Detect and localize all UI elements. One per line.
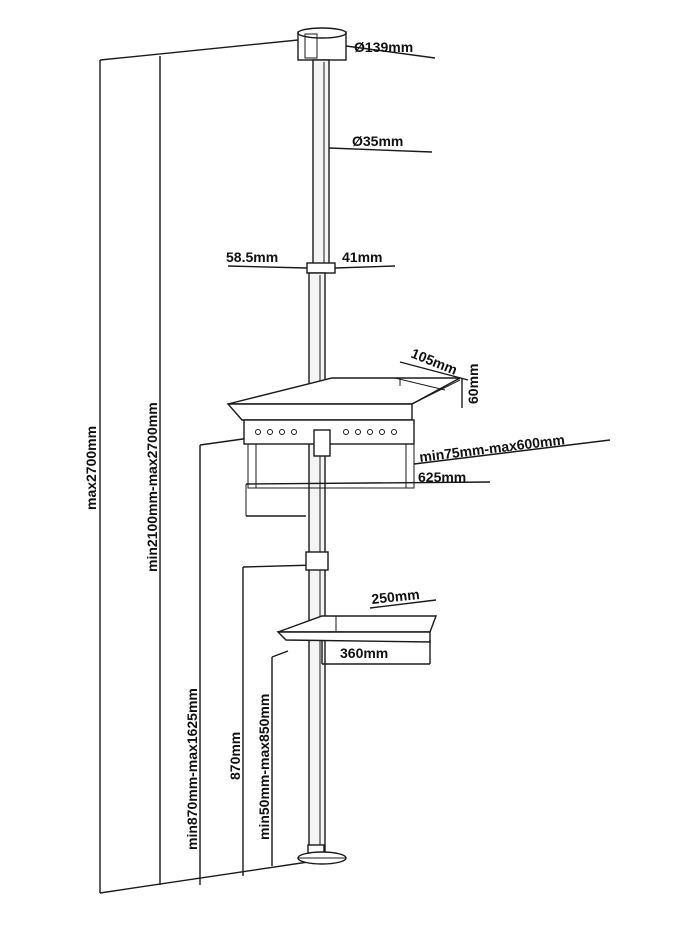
label-pole-diameter: Ø35mm: [352, 133, 403, 149]
label-tray-width: 360mm: [340, 645, 388, 661]
dimension-lines: [99, 38, 317, 894]
label-shelf-depth: 105mm: [409, 345, 460, 378]
vesa-range-dim-line: [413, 439, 611, 465]
shelf-depth-leader: [399, 361, 469, 381]
pole-clamp: [306, 262, 336, 274]
label-pole-range: min2100mm-max2700mm: [144, 402, 160, 572]
label-shelf-height: 60mm: [465, 364, 481, 404]
monitor-shelf: [226, 361, 611, 517]
tray-range-leader: [271, 650, 289, 658]
left-arm: [247, 443, 257, 489]
tray-top-surface: [277, 615, 438, 633]
label-tray-range: min50mm-max850mm: [256, 694, 272, 840]
shelf-front-edge: [226, 403, 413, 421]
pole-diameter-leader: [328, 147, 433, 153]
pole-joint: [305, 551, 329, 571]
dimension-labels: Ø139mm Ø35mm 58.5mm 41mm 105mm 60mm min7…: [83, 39, 566, 850]
ceiling-cap-top: [297, 27, 347, 39]
floor-base: [297, 844, 347, 865]
clamp-left-leader: [227, 265, 308, 269]
bracket-width-dim-line: [245, 481, 491, 485]
label-tray-depth: 250mm: [371, 586, 421, 607]
tray-front-edge: [276, 631, 431, 643]
right-arm: [405, 443, 415, 489]
ceiling-cap: [297, 27, 436, 61]
label-top-diameter: Ø139mm: [354, 39, 413, 55]
vesa-holes: [255, 429, 397, 435]
bracket-clamp: [313, 429, 331, 457]
top-diameter-leader: [345, 45, 436, 59]
clamp-right-leader: [334, 265, 396, 269]
tray-depth-leader: [369, 599, 437, 609]
shelf-top-surface: [227, 377, 461, 405]
bracket-height-leader: [199, 437, 251, 446]
label-clamp-right: 41mm: [342, 249, 382, 265]
label-vesa-range: min75mm-max600mm: [418, 431, 565, 465]
label-tray-fixed: 870mm: [227, 732, 243, 780]
max-height-bottom-leader: [99, 861, 309, 894]
label-bracket-height: min870mm-max1625mm: [184, 688, 200, 850]
ceiling-cap-pad: [304, 33, 318, 59]
label-clamp-left: 58.5mm: [226, 249, 278, 265]
upper-pole: [312, 59, 330, 266]
label-max-height: max2700mm: [83, 426, 99, 510]
label-bracket-width: 625mm: [418, 469, 466, 485]
max-height-top-leader: [99, 38, 309, 61]
lower-tray: [276, 599, 438, 665]
tray-fixed-leader: [242, 564, 317, 568]
